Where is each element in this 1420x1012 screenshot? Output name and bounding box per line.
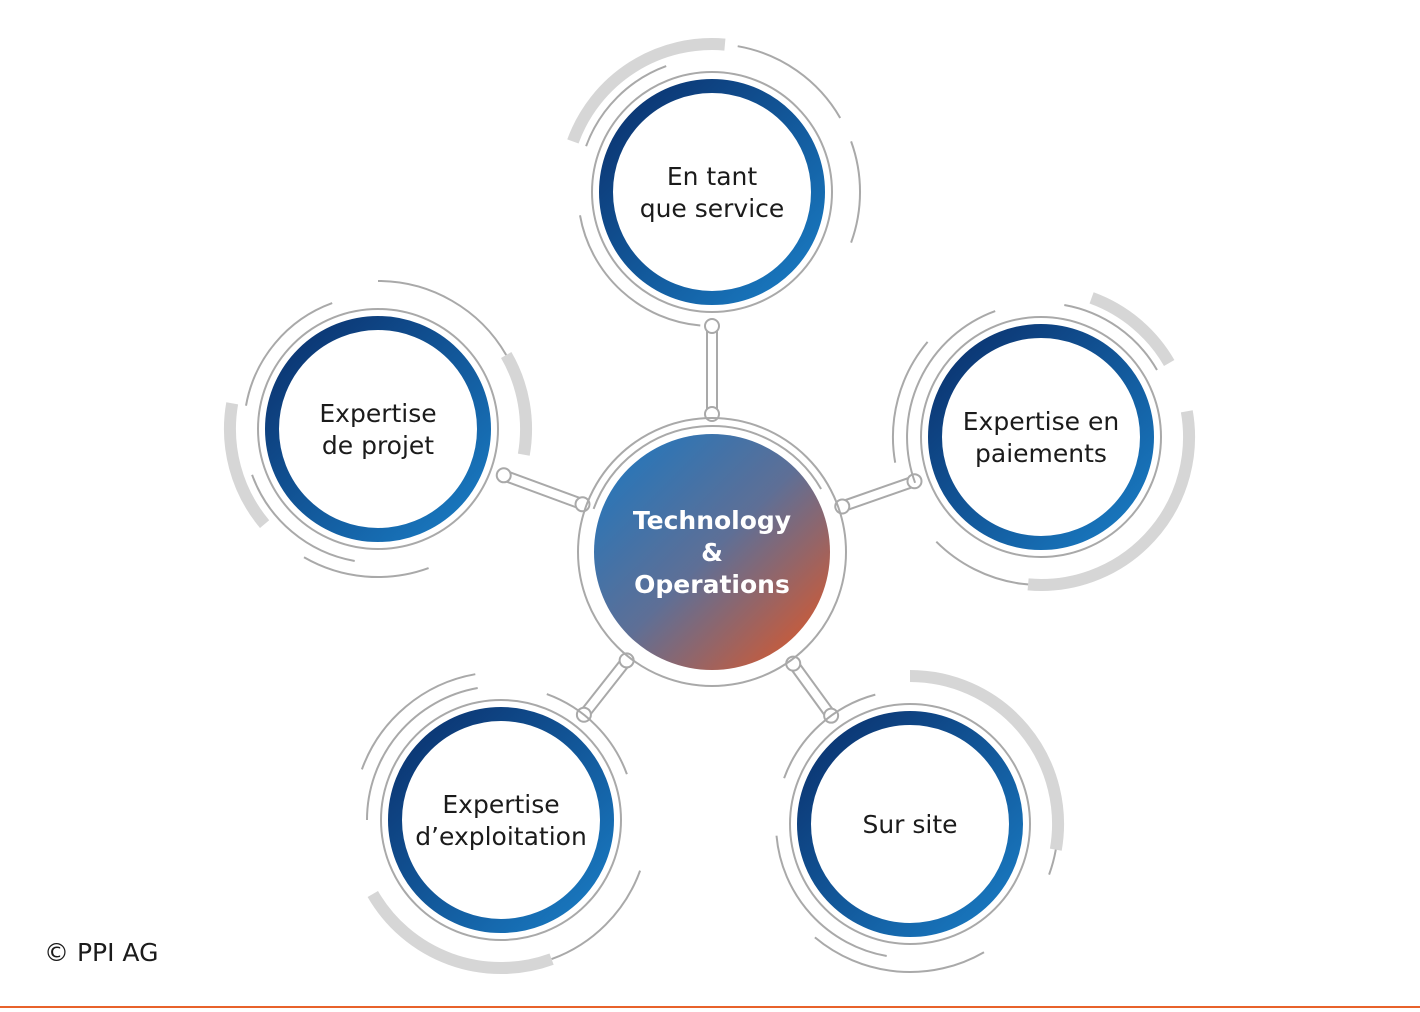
connector-line: [587, 662, 632, 719]
decorative-arcs-layer: [224, 38, 1195, 975]
decor-sur-site: [775, 670, 1064, 973]
center-hub: Technology & Operations: [577, 417, 847, 687]
decor-expertise-de-projet: [224, 280, 533, 579]
connector-line: [579, 656, 624, 713]
outline-arc: [814, 936, 985, 973]
outline-arc: [303, 556, 429, 579]
node-label-line: Expertise en: [963, 407, 1119, 436]
outline-arc: [775, 835, 887, 957]
connector-dot: [495, 467, 512, 484]
connector-line: [501, 479, 582, 510]
node-label-line: En tant: [667, 162, 758, 191]
outline-arc: [850, 141, 861, 243]
connector-dot: [704, 318, 720, 334]
bottom-accent-line: [0, 1006, 1420, 1008]
outline-arc: [546, 693, 628, 775]
connector-line: [788, 665, 828, 720]
connector-expertise-de-projet: [495, 467, 591, 513]
node-sur-site: Sur site: [797, 711, 1023, 937]
outline-ring: [380, 699, 622, 941]
copyright-notice: © PPI AG: [44, 938, 159, 967]
light-arc: [909, 670, 1064, 851]
outline-ring: [920, 316, 1162, 558]
outline-arc: [377, 280, 508, 356]
node-expertise-en-paiements: Expertise en paiements: [928, 324, 1154, 550]
outline-ring: [789, 703, 1031, 945]
outline-arc: [360, 673, 476, 770]
outline-arc: [892, 341, 929, 463]
outline-arc: [251, 474, 355, 562]
outline-arc: [366, 687, 478, 821]
connector-expertise-d-exploitation: [575, 652, 635, 723]
light-arc: [1027, 410, 1195, 591]
center-label-line: Technology: [633, 506, 791, 535]
outline-arc: [579, 215, 701, 327]
connector-line: [843, 484, 917, 513]
node-ring: [797, 711, 1023, 937]
connector-line: [505, 469, 585, 501]
node-label-line: Expertise: [319, 399, 436, 428]
node-label-line: Sur site: [862, 810, 957, 839]
center-gradient-disc: [594, 434, 830, 670]
light-arc: [567, 38, 726, 144]
light-arc: [500, 352, 533, 456]
decor-expertise-en-paiements: [892, 292, 1195, 591]
node-label-line: d’exploitation: [415, 822, 587, 851]
outline-arc: [585, 65, 667, 147]
outline-arc: [1064, 304, 1158, 371]
center-label-line: Operations: [634, 570, 790, 599]
node-label-line: Expertise: [442, 790, 559, 819]
outline-arc: [737, 45, 842, 119]
node-ring: [388, 707, 614, 933]
node-ring: [928, 324, 1154, 550]
node-label-line: paiements: [975, 439, 1107, 468]
decor-en-tant-que-service: [567, 38, 861, 327]
node-expertise-de-projet: Expertise de projet: [265, 316, 491, 542]
center-label-line: &: [701, 538, 723, 567]
node-label-line: que service: [640, 194, 785, 223]
connector-expertise-en-paiements: [834, 473, 923, 515]
light-arc: [224, 402, 270, 528]
outline-ring: [591, 71, 833, 313]
node-ring: [599, 79, 825, 305]
connector-sur-site: [785, 655, 840, 724]
center-outline-arc: [592, 425, 822, 510]
outline-arc: [906, 310, 996, 484]
center-outline-ring: [577, 417, 847, 687]
connector-line: [840, 475, 914, 503]
outline-arc: [245, 302, 333, 406]
node-en-tant-que-service: En tant que service: [599, 79, 825, 305]
node-label-line: de projet: [322, 431, 434, 460]
outline-arc: [783, 693, 876, 779]
node-ring: [265, 316, 491, 542]
light-arc: [1089, 292, 1175, 367]
outline-arc: [551, 870, 642, 961]
node-expertise-d-exploitation: Expertise d’exploitation: [388, 707, 614, 933]
outline-ring: [257, 308, 499, 550]
light-arc: [367, 890, 554, 975]
connector-en-tant-que-service: [704, 318, 720, 422]
connector-line: [796, 660, 836, 714]
decor-expertise-d-exploitation: [360, 673, 642, 975]
